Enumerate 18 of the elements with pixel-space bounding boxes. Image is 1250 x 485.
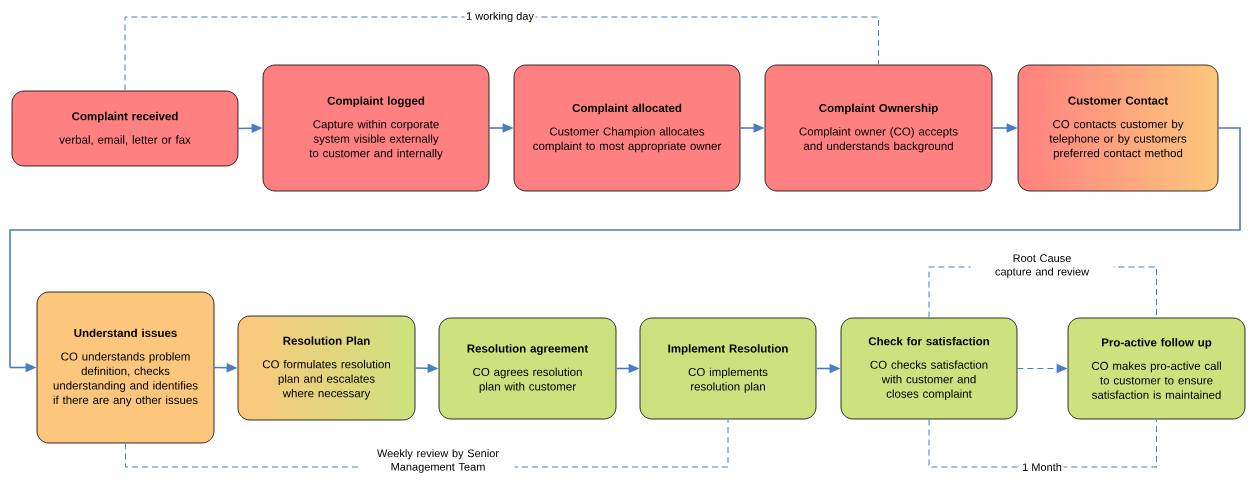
edge-label: Root Cause capture and review	[970, 252, 1114, 280]
edge-label: 1 working day	[464, 10, 536, 24]
edge-label: Weekly review by Senior Management Team	[361, 447, 515, 475]
process-box: Customer Contact CO contacts customer by telephone or by customers preferred contact method	[1017, 64, 1219, 192]
edge-label: 1 Month	[1020, 461, 1064, 473]
process-box: Resolution agreement CO agrees resolution plan with customer	[438, 317, 617, 420]
process-box: Complaint logged Capture within corporate system visible externally to customer and internally	[262, 64, 490, 192]
process-box: Complaint received verbal, email, letter or fax	[11, 90, 239, 167]
connector-line	[928, 418, 1157, 468]
process-box: Complaint allocated Customer Champion allocates complaint to most appropriate owner	[513, 64, 741, 192]
process-box: Resolution Plan CO formulates resolution plan and escalates where necessary	[237, 315, 416, 421]
process-box: Check for satisfaction CO checks satisfaction with customer and closes complaint	[840, 317, 1018, 420]
process-box: Implement Resolution CO implements resolution plan	[639, 317, 817, 420]
connector-line	[124, 16, 879, 92]
arrow	[1016, 364, 1067, 373]
process-box: Pro-active follow up CO makes pro-active call to customer to ensure satisfaction is maintained	[1067, 317, 1246, 420]
process-box: Complaint Ownership Complaint owner (CO) accepts and understands background	[764, 64, 993, 192]
process-box: Understand issues CO understands problem definition, checks understanding and identifies if there are any other issues	[36, 291, 215, 444]
